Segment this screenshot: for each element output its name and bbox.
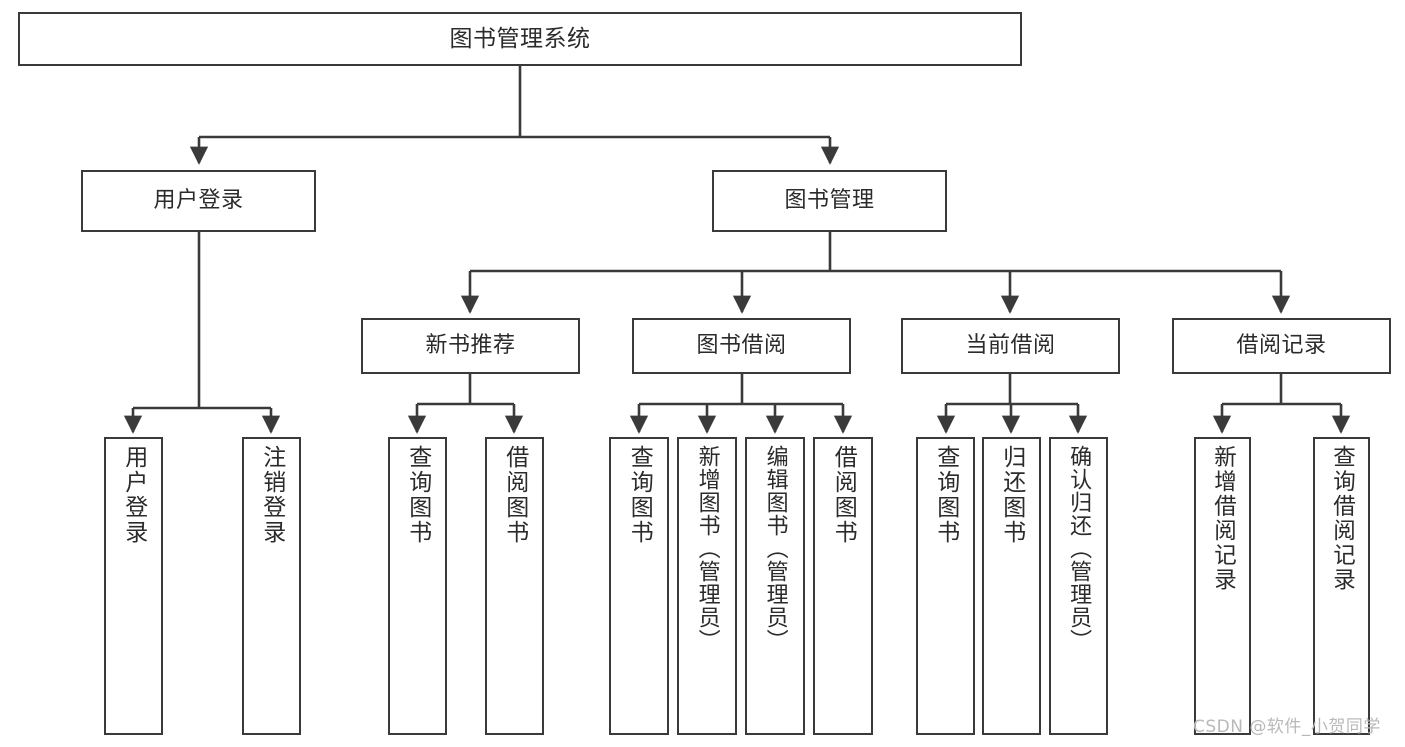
leaf-records-query-record[interactable]: 查询借阅记录 bbox=[1313, 437, 1370, 735]
node-label: 新增图书（管理员） bbox=[694, 445, 720, 652]
node-label: 新增借阅记录 bbox=[1210, 445, 1237, 592]
node-book-borrow[interactable]: 图书借阅 bbox=[632, 318, 851, 374]
node-label: 图书管理系统 bbox=[449, 25, 591, 52]
node-label: 借阅记录 bbox=[1236, 332, 1327, 358]
node-label: 新书推荐 bbox=[425, 332, 516, 358]
node-label: 查询图书 bbox=[404, 445, 431, 545]
node-label: 当前借阅 bbox=[965, 332, 1056, 358]
node-label: 查询图书 bbox=[932, 445, 959, 545]
node-root-system[interactable]: 图书管理系统 bbox=[18, 12, 1022, 66]
node-label: 归还图书 bbox=[998, 445, 1025, 545]
node-label: 确认归还（管理员） bbox=[1066, 445, 1092, 652]
leaf-current-confirm-return-admin[interactable]: 确认归还（管理员） bbox=[1049, 437, 1108, 735]
leaf-borrow-add-book-admin[interactable]: 新增图书（管理员） bbox=[677, 437, 737, 735]
node-label: 查询借阅记录 bbox=[1329, 445, 1356, 592]
node-label: 注销登录 bbox=[258, 445, 285, 545]
node-user-login[interactable]: 用户登录 bbox=[81, 170, 316, 232]
node-label: 借阅图书 bbox=[830, 445, 857, 545]
node-label: 查询图书 bbox=[626, 445, 653, 545]
watermark-text: CSDN @软件_小贺同学 bbox=[1193, 717, 1381, 737]
node-book-management[interactable]: 图书管理 bbox=[712, 170, 947, 232]
leaf-borrow-edit-book-admin[interactable]: 编辑图书（管理员） bbox=[745, 437, 805, 735]
node-label: 用户登录 bbox=[153, 187, 244, 213]
node-new-book-recommend[interactable]: 新书推荐 bbox=[361, 318, 580, 374]
leaf-current-return-book[interactable]: 归还图书 bbox=[982, 437, 1041, 735]
leaf-logout[interactable]: 注销登录 bbox=[242, 437, 301, 735]
leaf-user-login[interactable]: 用户登录 bbox=[104, 437, 163, 735]
node-borrow-records[interactable]: 借阅记录 bbox=[1172, 318, 1391, 374]
leaf-borrow-query-book[interactable]: 查询图书 bbox=[609, 437, 669, 735]
leaf-new-books-query-book[interactable]: 查询图书 bbox=[388, 437, 447, 735]
leaf-current-query-book[interactable]: 查询图书 bbox=[916, 437, 975, 735]
leaf-records-add-record[interactable]: 新增借阅记录 bbox=[1194, 437, 1251, 735]
node-label: 图书借阅 bbox=[696, 332, 787, 358]
leaf-new-books-borrow-book[interactable]: 借阅图书 bbox=[485, 437, 544, 735]
node-current-borrow[interactable]: 当前借阅 bbox=[901, 318, 1120, 374]
node-label: 编辑图书（管理员） bbox=[762, 445, 788, 652]
node-label: 借阅图书 bbox=[501, 445, 528, 545]
leaf-borrow-borrow-book[interactable]: 借阅图书 bbox=[813, 437, 873, 735]
node-label: 图书管理 bbox=[784, 187, 875, 213]
node-label: 用户登录 bbox=[120, 445, 147, 545]
